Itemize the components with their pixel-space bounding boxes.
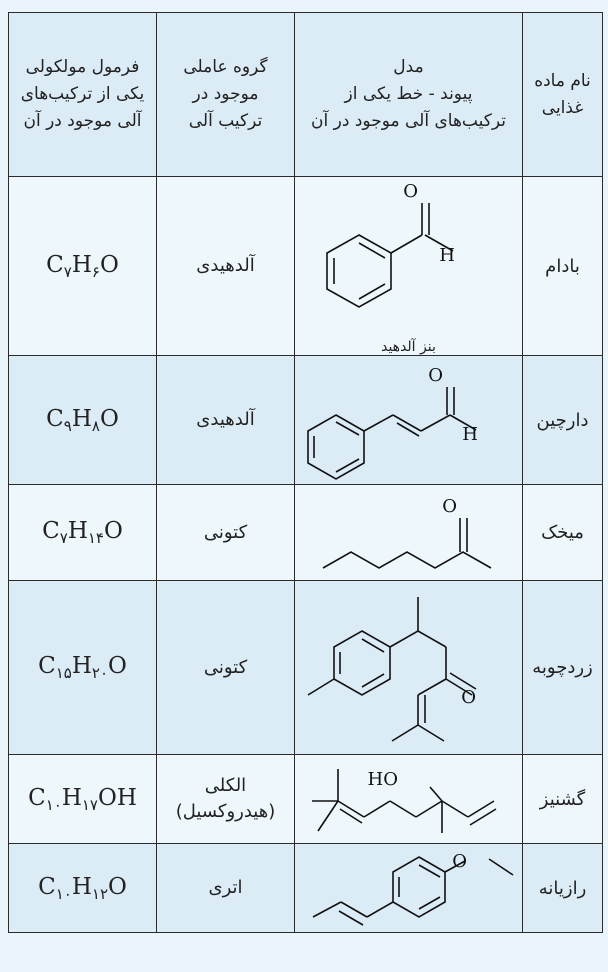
skeletal-model: O: [294, 580, 523, 755]
skeletal-model: O H بنز آلدهید: [294, 176, 523, 356]
functional-group: اتری: [156, 843, 295, 933]
molecular-formula: C۷H۱۴O: [8, 484, 157, 581]
cinnamaldehyde-structure: O H: [306, 365, 478, 480]
table-row: رازیانه O اتری C۱۰H۱۲O: [8, 843, 603, 933]
header-functional-group: گروه عاملی موجود در ترکیب آلی: [156, 12, 295, 177]
turmerone-structure: O: [307, 596, 476, 742]
molecular-formula: C۱۵H۲۰O: [8, 580, 157, 755]
table-row: میخک O کتونی C۷H۱۴O: [8, 484, 603, 581]
organic-compounds-table: نام ماده غذایی مدل پیوند - خط یکی از ترک…: [8, 12, 603, 933]
skeletal-model: O H: [294, 355, 523, 485]
molecular-formula: C۱۰H۱۲O: [8, 843, 157, 933]
atom-o: O: [428, 365, 443, 386]
functional-group: کتونی: [156, 580, 295, 755]
molecular-formula: C۹H۸O: [8, 355, 157, 485]
skeletal-model: HO: [294, 754, 523, 844]
header-model: مدل پیوند - خط یکی از ترکیب‌های آلی موجو…: [294, 12, 523, 177]
molecular-formula: C۱۰H۱۷OH: [8, 754, 157, 844]
header-food-name: نام ماده غذایی: [522, 12, 603, 177]
atom-o: O: [442, 496, 457, 517]
table-row: گشنیز HO: [8, 754, 603, 844]
functional-group: کتونی: [156, 484, 295, 581]
food-name: زردچوبه: [522, 580, 603, 755]
atom-o: O: [461, 687, 476, 708]
food-name: گشنیز: [522, 754, 603, 844]
food-name: میخک: [522, 484, 603, 581]
skeletal-model: O: [294, 843, 523, 933]
atom-o: O: [452, 851, 467, 872]
anethole-structure: O: [312, 851, 513, 926]
atom-o: O: [403, 181, 418, 202]
model-caption: بنز آلدهید: [381, 339, 436, 355]
benzaldehyde-structure: O H: [325, 181, 455, 308]
table-row: زردچوبه: [8, 580, 603, 755]
table-row: دارچین O H آلدهید: [8, 355, 603, 485]
linalool-structure: HO: [311, 769, 496, 833]
atom-ho: HO: [367, 769, 397, 790]
molecular-formula: C۷H۶O: [8, 176, 157, 356]
atom-h: H: [439, 245, 455, 266]
food-name: دارچین: [522, 355, 603, 485]
functional-group: الکلی (هیدروکسیل): [156, 754, 295, 844]
food-name: رازیانه: [522, 843, 603, 933]
skeletal-model: O: [294, 484, 523, 581]
food-name: بادام: [522, 176, 603, 356]
header-formula: فرمول مولکولی یکی از ترکیب‌های آلی موجود…: [8, 12, 157, 177]
heptanone-structure: O: [322, 496, 491, 569]
table-row: بادام O H بنز آلدهید آلدهیدی C۷H۶O: [8, 176, 603, 356]
atom-h: H: [462, 424, 478, 445]
functional-group: آلدهیدی: [156, 355, 295, 485]
functional-group: آلدهیدی: [156, 176, 295, 356]
header-row: نام ماده غذایی مدل پیوند - خط یکی از ترک…: [8, 12, 603, 177]
